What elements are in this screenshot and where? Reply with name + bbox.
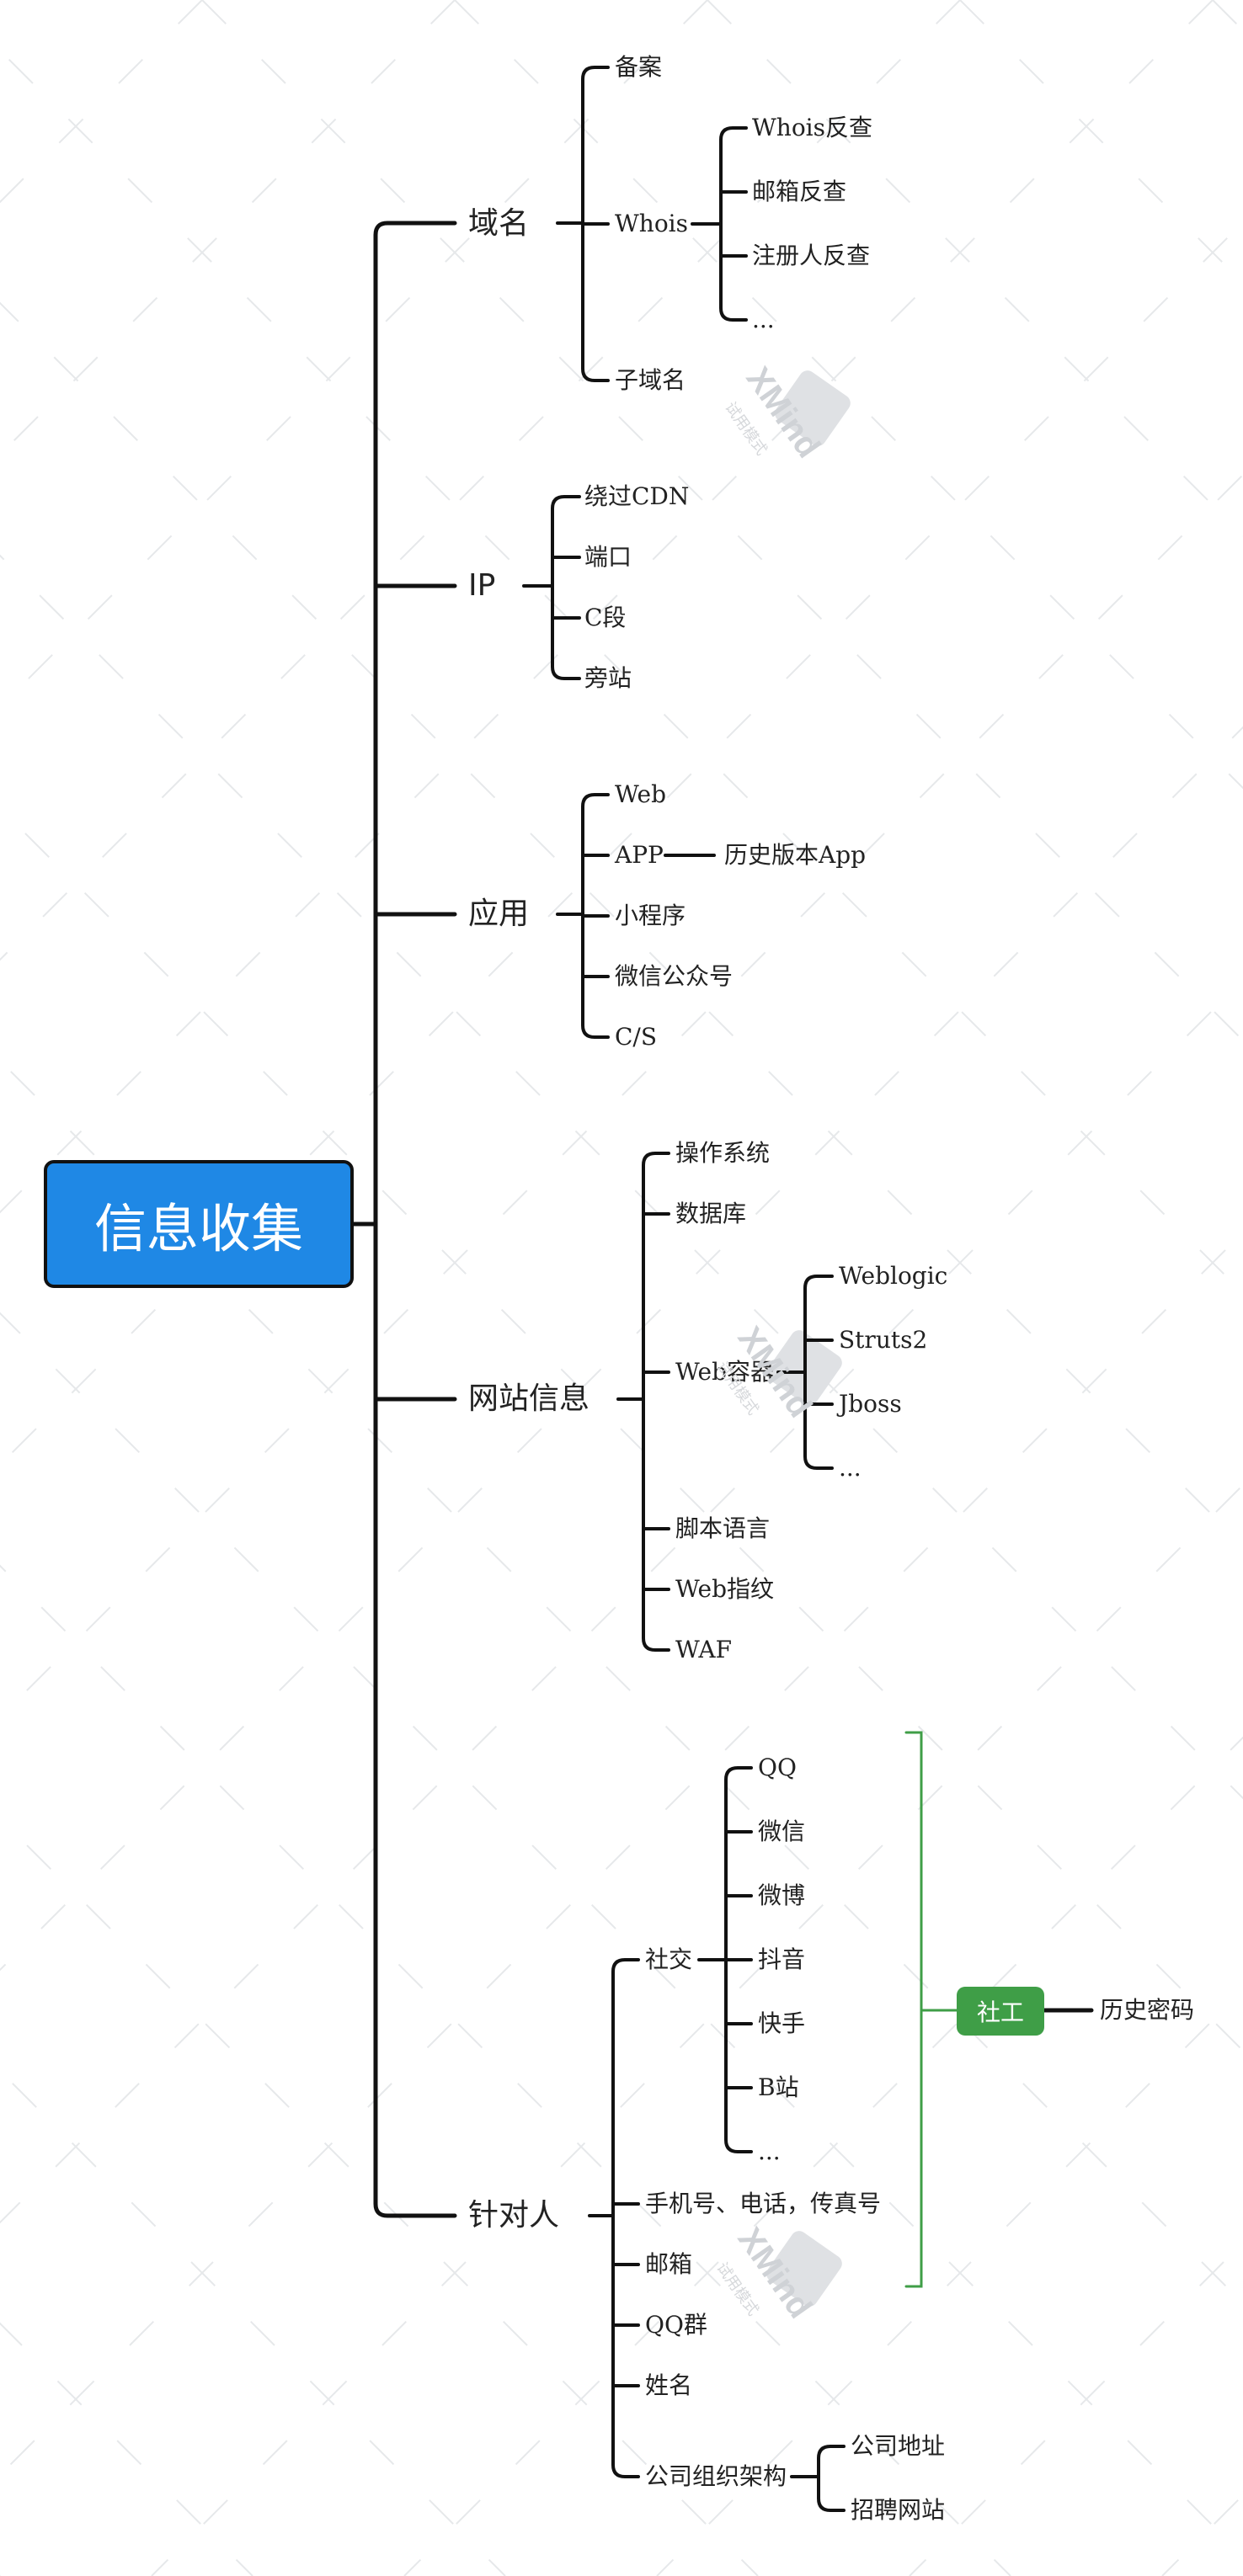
topic-company-address[interactable]: 公司地址	[851, 2432, 946, 2460]
connector-1	[373, 221, 457, 1227]
watermark-line	[151, 1483, 1243, 2576]
topic-wechat[interactable]: 微信	[758, 1818, 806, 1845]
topic-history-app[interactable]: 历史版本App	[724, 841, 867, 869]
connector-40	[611, 1958, 640, 2217]
topic-weblogic[interactable]: Weblogic	[839, 1262, 948, 1290]
topic-web-fingerprint[interactable]: Web指纹	[675, 1575, 774, 1603]
topic-whois[interactable]: Whois	[615, 210, 688, 237]
branch-person[interactable]: 针对人	[468, 2198, 560, 2233]
topic-subdomain[interactable]: 子域名	[615, 366, 686, 394]
connector-19	[551, 584, 581, 680]
topic-c-segment[interactable]: C段	[584, 604, 627, 631]
connector-47	[724, 1766, 753, 1961]
watermark-line	[403, 1736, 1243, 2576]
connector-21	[581, 793, 610, 916]
topic-mini-program[interactable]: 小程序	[615, 902, 686, 929]
watermark-line	[656, 1988, 1243, 2576]
connector-57	[904, 1731, 923, 2288]
topic-os[interactable]: 操作系统	[675, 1139, 771, 1167]
topic-port[interactable]: 端口	[584, 543, 632, 571]
topic-bypass-cdn[interactable]: 绕过CDN	[584, 482, 690, 510]
connector-45	[611, 2214, 640, 2478]
topic-wechat-official[interactable]: 微信公众号	[615, 962, 734, 990]
topic-whois-reverse[interactable]: Whois反查	[752, 114, 872, 141]
branch-app[interactable]: 应用	[468, 897, 530, 931]
watermark-line	[0, 0, 961, 961]
connector-16	[551, 495, 581, 588]
topic-script-lang[interactable]: 脚本语言	[675, 1514, 771, 1542]
topic-struts2[interactable]: Struts2	[839, 1326, 928, 1354]
connector-25	[581, 913, 610, 1039]
watermark-line	[454, 0, 1243, 790]
topic-web[interactable]: Web	[615, 780, 666, 808]
watermark-line	[707, 0, 1243, 537]
branch-ip[interactable]: IP	[468, 568, 496, 603]
connector-56	[817, 2475, 846, 2512]
topic-database[interactable]: 数据库	[675, 1200, 747, 1227]
connector-14	[719, 222, 748, 322]
topic-email-reverse[interactable]: 邮箱反查	[752, 178, 847, 205]
topic-whois-more[interactable]: ...	[752, 306, 775, 333]
topic-waf[interactable]: WAF	[675, 1636, 733, 1663]
connector-55	[817, 2445, 846, 2478]
watermark-line	[0, 0, 1214, 1214]
topic-side-site[interactable]: 旁站	[584, 664, 632, 692]
connector-11	[719, 126, 748, 226]
watermark-logo-2	[766, 2231, 842, 2307]
topic-recruit-site[interactable]: 招聘网站	[851, 2496, 946, 2524]
topic-qq[interactable]: QQ	[758, 1754, 797, 1781]
topic-email[interactable]: 邮箱	[645, 2250, 693, 2278]
topic-phone[interactable]: 手机号、电话，传真号	[645, 2190, 882, 2217]
topic-social[interactable]: 社交	[645, 1945, 693, 1973]
connector-53	[724, 1958, 753, 2153]
watermark-line	[0, 0, 708, 709]
branch-site-info[interactable]: 网站信息	[468, 1381, 590, 1416]
topic-bilibili[interactable]: B站	[758, 2073, 799, 2101]
root-topic[interactable]: 信息收集	[44, 1160, 354, 1288]
topic-douyin[interactable]: 抖音	[758, 1945, 806, 1973]
connector-5	[373, 1221, 457, 2218]
connector-35	[803, 1275, 834, 1374]
topic-jboss[interactable]: Jboss	[839, 1390, 902, 1418]
topic-weibo[interactable]: 微博	[758, 1881, 806, 1909]
topic-app[interactable]: APP	[615, 841, 664, 869]
connector-33	[642, 1397, 670, 1652]
topic-container-more[interactable]: ...	[839, 1454, 862, 1482]
topic-name[interactable]: 姓名	[645, 2371, 693, 2399]
topic-qq-group[interactable]: QQ群	[645, 2311, 707, 2339]
connector-7	[581, 66, 610, 225]
topic-kuaishou[interactable]: 快手	[758, 2009, 806, 2037]
topic-registrant-reverse[interactable]: 注册人反查	[752, 242, 871, 269]
connector-38	[803, 1370, 834, 1470]
branch-domain[interactable]: 域名	[468, 206, 530, 241]
topic-web-container[interactable]: Web容器	[675, 1358, 774, 1386]
watermark-line	[0, 0, 456, 456]
topic-social-more[interactable]: ...	[758, 2137, 781, 2165]
connector-28	[642, 1152, 670, 1401]
summary-social-engineering[interactable]: 社工	[957, 1987, 1044, 2036]
topic-history-password[interactable]: 历史密码	[1100, 1996, 1195, 2024]
topic-org-structure[interactable]: 公司组织架构	[645, 2462, 787, 2490]
watermark-logo-0	[775, 370, 851, 446]
topic-beian[interactable]: 备案	[615, 53, 663, 81]
watermark-line	[201, 0, 1243, 1042]
topic-cs[interactable]: C/S	[615, 1023, 658, 1051]
connector-9	[581, 221, 610, 382]
